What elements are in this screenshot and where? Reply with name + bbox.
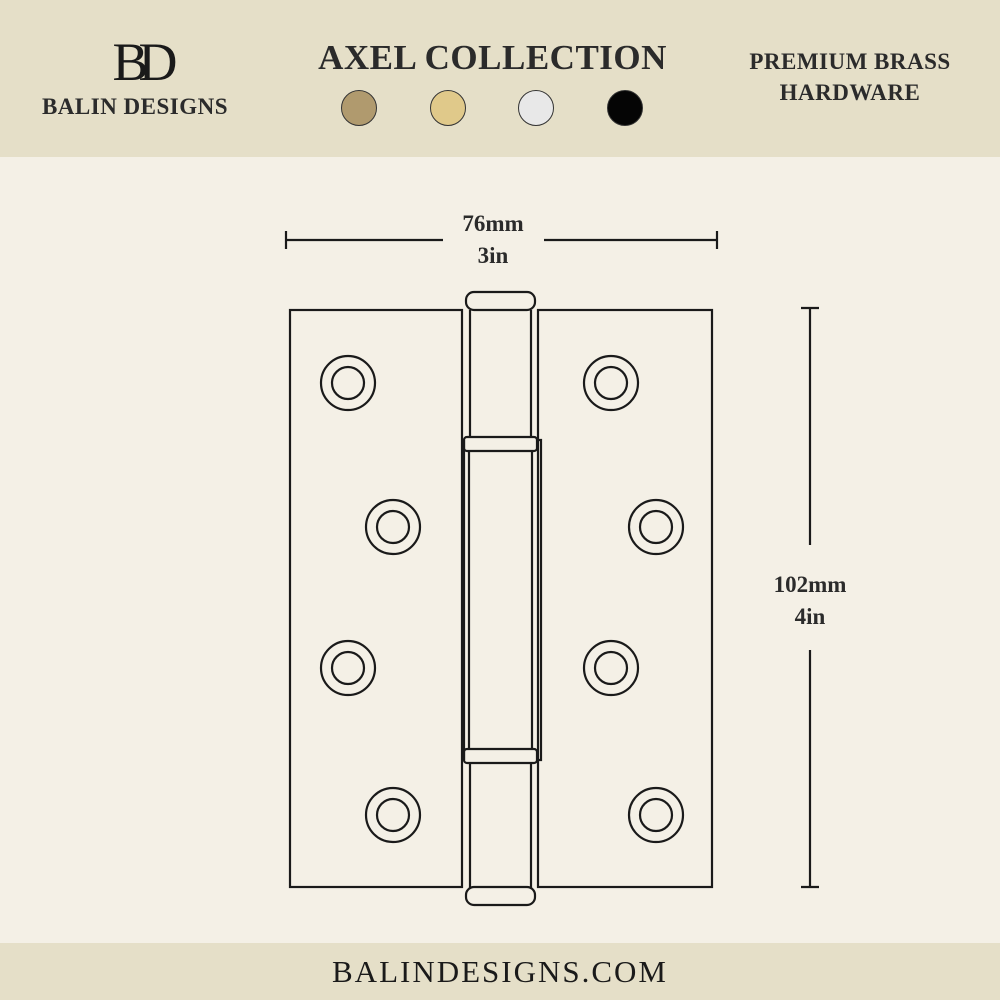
height-dimension-label: 102mm 4in <box>748 569 872 633</box>
footer-banner: BALINDESIGNS.COM <box>0 943 1000 1000</box>
width-mm: 76mm <box>462 211 524 236</box>
height-dimension-line <box>801 306 819 889</box>
hinge-left-leaf <box>288 308 464 889</box>
finish-swatch-chrome[interactable] <box>518 90 554 126</box>
finish-swatch-black[interactable] <box>607 90 643 126</box>
height-mm: 102mm <box>773 572 847 597</box>
brand-logo[interactable]: BD <box>112 32 177 92</box>
collection-title: AXEL COLLECTION <box>318 38 667 77</box>
header-banner: BD BALIN DESIGNS AXEL COLLECTION PREMIUM… <box>0 0 1000 157</box>
tagline-line-1: PREMIUM BRASS <box>749 49 951 74</box>
width-dimension-label: 76mm 3in <box>433 208 553 272</box>
height-in: 4in <box>794 604 826 629</box>
finish-swatch-antique-brass[interactable] <box>341 90 377 126</box>
width-dimension-line <box>284 231 719 249</box>
screw-holes <box>319 354 685 844</box>
brand-name[interactable]: BALIN DESIGNS <box>41 94 229 119</box>
width-in: 3in <box>477 243 509 268</box>
finish-swatch-satin-brass[interactable] <box>430 90 466 126</box>
hinge-knuckle <box>462 290 543 907</box>
tagline-line-2: HARDWARE <box>779 80 921 105</box>
website-link[interactable]: BALINDESIGNS.COM <box>332 954 668 989</box>
hinge-right-leaf <box>536 308 714 889</box>
tagline: PREMIUM BRASS HARDWARE <box>730 46 970 108</box>
